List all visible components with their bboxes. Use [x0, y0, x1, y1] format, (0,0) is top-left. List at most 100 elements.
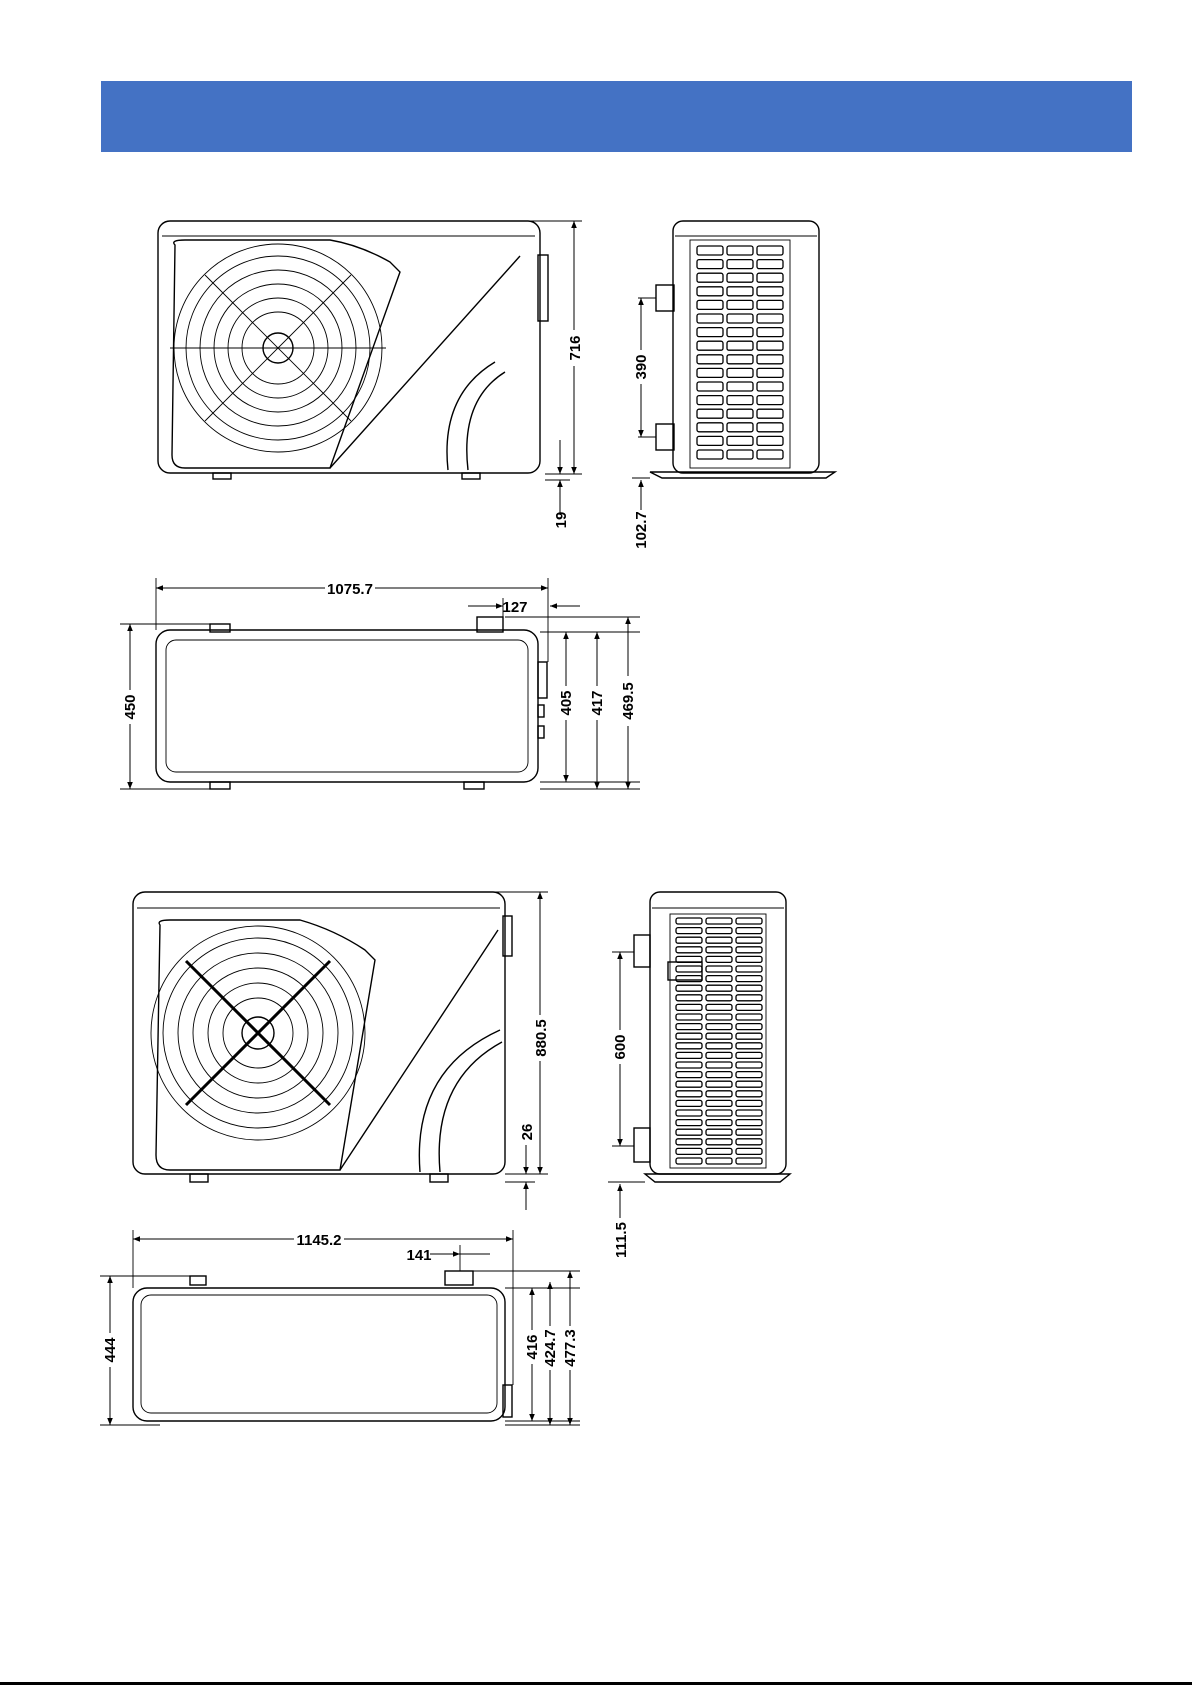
vent-slot [676, 1139, 702, 1145]
vent-slot [736, 1129, 762, 1135]
model-a-top-depth-a-label: 405 [558, 690, 575, 715]
vent-slot [676, 1110, 702, 1116]
vent-slot [706, 1110, 732, 1116]
vent-slot [676, 918, 702, 924]
model-a-top-offset-label: 127 [502, 599, 527, 616]
vent-slot [706, 1004, 732, 1010]
vent-slot [736, 1072, 762, 1078]
vent-slot [697, 396, 723, 405]
vent-slot [757, 273, 783, 282]
vent-slot [757, 382, 783, 391]
vent-slot [697, 273, 723, 282]
vent-slot [706, 956, 732, 962]
vent-slot [736, 956, 762, 962]
model-a-side-view: 390 102.7 [632, 221, 835, 549]
model-a-top-depth-b-label: 417 [589, 690, 606, 715]
vent-slot [676, 1120, 702, 1126]
vent-slot [727, 409, 753, 418]
model-b-front-foot-label: 26 [519, 1124, 536, 1141]
vent-slot [676, 937, 702, 943]
vent-slot [706, 1091, 732, 1097]
vent-slot [757, 314, 783, 323]
model-a-top-depth-c-label: 469.5 [620, 682, 637, 720]
model-a-front-view: 716 19 [158, 221, 584, 528]
vent-slot [706, 1052, 732, 1058]
vent-slot [757, 396, 783, 405]
vent-slot [736, 1062, 762, 1068]
vent-slot [727, 300, 753, 309]
vent-slot [697, 355, 723, 364]
vent-slot [706, 1014, 732, 1020]
vent-slot [736, 918, 762, 924]
vent-slot [706, 918, 732, 924]
model-a-side-base-label: 102.7 [633, 511, 650, 549]
vent-slot [736, 1091, 762, 1097]
vent-slot [757, 355, 783, 364]
model-b-vent-slots [676, 918, 762, 1164]
vent-slot [736, 985, 762, 991]
model-a-front-foot-label: 19 [553, 512, 570, 529]
vent-slot [697, 300, 723, 309]
vent-slot [676, 1072, 702, 1078]
model-b-top-offset-label: 141 [406, 1247, 431, 1264]
vent-slot [676, 1081, 702, 1087]
vent-slot [727, 287, 753, 296]
model-b-top-depth-left-label: 444 [102, 1337, 119, 1363]
model-b-top-length-label: 1145.2 [296, 1232, 341, 1249]
vent-slot [676, 1014, 702, 1020]
vent-slot [706, 1100, 732, 1106]
vent-slot [757, 328, 783, 337]
vent-slot [697, 341, 723, 350]
vent-slot [736, 1033, 762, 1039]
vent-slot [676, 1052, 702, 1058]
model-b-top-view: 1145.2 141 444 416 424.7 477.3 [100, 1229, 580, 1425]
vent-slot [676, 966, 702, 972]
vent-slot [736, 1024, 762, 1030]
vent-slot [736, 1081, 762, 1087]
vent-slot [736, 1052, 762, 1058]
vent-slot [727, 423, 753, 432]
vent-slot [736, 1139, 762, 1145]
vent-slot [676, 1158, 702, 1164]
vent-slot [697, 409, 723, 418]
vent-slot [676, 1004, 702, 1010]
vent-slot [697, 260, 723, 269]
vent-slot [697, 328, 723, 337]
model-b-front-height-label: 880.5 [533, 1019, 550, 1057]
model-b-top-depth-c-label: 477.3 [562, 1329, 579, 1367]
vent-slot [736, 976, 762, 982]
vent-slot [676, 985, 702, 991]
vent-slot [727, 450, 753, 459]
vent-slot [676, 1091, 702, 1097]
vent-slot [727, 368, 753, 377]
vent-slot [727, 436, 753, 445]
vent-slot [676, 1148, 702, 1154]
vent-slot [676, 947, 702, 953]
model-b-front-view: 880.5 26 [133, 892, 550, 1210]
vent-slot [757, 450, 783, 459]
vent-slot [736, 947, 762, 953]
vent-slot [736, 995, 762, 1001]
vent-slot [706, 928, 732, 934]
model-a-side-spacing-label: 390 [633, 354, 650, 379]
vent-slot [736, 1110, 762, 1116]
model-b-top-depth-a-label: 416 [524, 1334, 541, 1359]
vent-slot [736, 937, 762, 943]
vent-slot [727, 328, 753, 337]
model-b-side-base-label: 111.5 [613, 1222, 630, 1258]
vent-slot [697, 246, 723, 255]
vent-slot [676, 1043, 702, 1049]
vent-slot [736, 1014, 762, 1020]
vent-slot [706, 937, 732, 943]
vent-slot [757, 246, 783, 255]
vent-slot [706, 1043, 732, 1049]
vent-slot [706, 947, 732, 953]
vent-slot [697, 450, 723, 459]
vent-slot [727, 314, 753, 323]
vent-slot [757, 300, 783, 309]
vent-slot [676, 1062, 702, 1068]
vent-slot [757, 423, 783, 432]
vent-slot [706, 1081, 732, 1087]
vent-slot [697, 287, 723, 296]
